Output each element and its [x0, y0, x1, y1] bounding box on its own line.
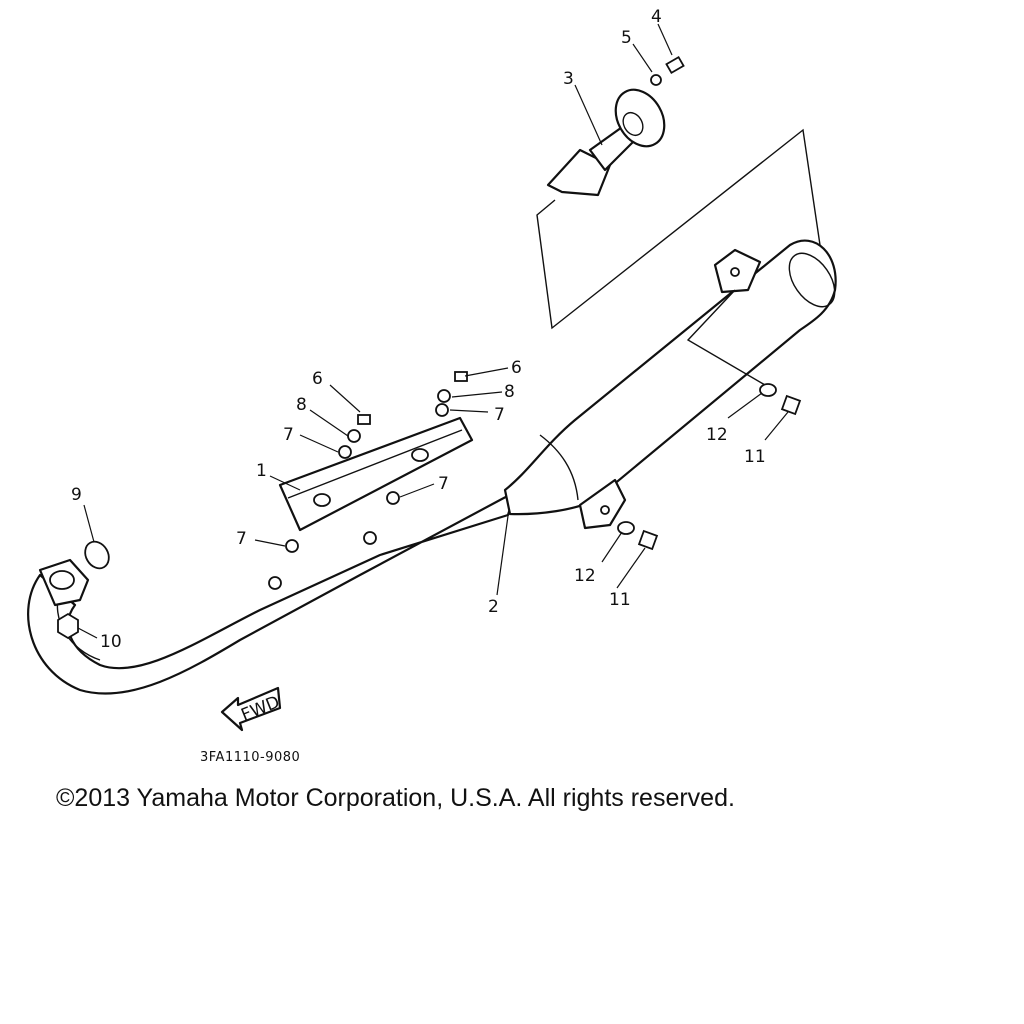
- callout-4: 4: [651, 7, 662, 27]
- callout-12-upper: 12: [706, 425, 728, 445]
- leader-lines: [77, 23, 789, 639]
- callout-7-d: 7: [236, 529, 247, 549]
- callout-6-right: 6: [511, 358, 522, 378]
- exhaust-flange: [38, 558, 90, 607]
- callout-12-lower: 12: [574, 566, 596, 586]
- callout-1: 1: [256, 461, 267, 481]
- callout-10: 10: [100, 632, 122, 652]
- diagram-code: 3FA1110-9080: [200, 750, 301, 765]
- callout-8-right: 8: [504, 382, 515, 402]
- callout-9: 9: [71, 485, 82, 505]
- exhaust-pipe: [27, 490, 517, 695]
- muffler-protector: [278, 416, 474, 532]
- callout-8-left: 8: [296, 395, 307, 415]
- copyright-notice: ©2013 Yamaha Motor Corporation, U.S.A. A…: [56, 784, 735, 812]
- callout-3: 3: [563, 69, 574, 89]
- callout-5: 5: [621, 28, 632, 48]
- callout-11-upper: 11: [744, 447, 766, 467]
- callout-7-b: 7: [494, 405, 505, 425]
- callout-7-a: 7: [283, 425, 294, 445]
- hardware: [57, 55, 802, 640]
- assembly-guide-lines: [536, 128, 821, 386]
- callout-2: 2: [488, 597, 499, 617]
- callout-7-c: 7: [438, 474, 449, 494]
- fwd-label: FWD: [238, 692, 282, 725]
- forward-direction-arrow: FWD: [220, 686, 283, 732]
- callouts: 1 2 3 4 5 6 6 7 7 7 7 8 8 9 10 11 11 12 …: [71, 7, 766, 652]
- callout-6-left: 6: [312, 369, 323, 389]
- muffler: [503, 239, 837, 530]
- spark-arrester: [546, 88, 666, 197]
- callout-11-lower: 11: [609, 590, 631, 610]
